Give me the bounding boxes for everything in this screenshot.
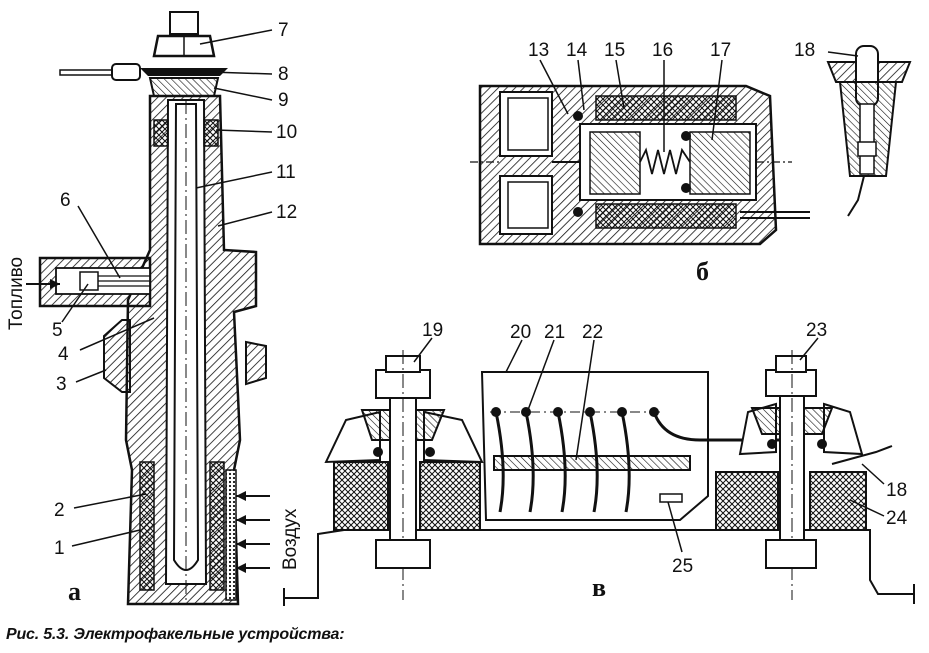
callout-5: 5 <box>52 320 63 341</box>
fuel-label: Топливо <box>6 257 27 330</box>
callout-2: 2 <box>54 500 65 521</box>
callout-18-bottom: 18 <box>886 480 907 501</box>
callout-22: 22 <box>582 322 603 343</box>
flame-plug-assembly <box>26 11 273 606</box>
callout-10: 10 <box>276 122 297 143</box>
panel-label-b: б <box>696 257 709 286</box>
callout-21: 21 <box>544 322 565 343</box>
callout-18-top: 18 <box>794 40 815 61</box>
panel-label-v: в <box>592 573 606 602</box>
callout-9: 9 <box>278 90 289 111</box>
panel-label-a: а <box>68 577 81 606</box>
callout-11: 11 <box>276 162 296 183</box>
callout-8: 8 <box>278 64 289 85</box>
callout-12: 12 <box>276 202 297 223</box>
callout-7: 7 <box>278 20 289 41</box>
callout-23: 23 <box>806 320 827 341</box>
callout-25: 25 <box>672 556 693 577</box>
callout-1: 1 <box>54 538 65 559</box>
callout-6: 6 <box>60 190 71 211</box>
callout-20: 20 <box>510 322 531 343</box>
figure-caption: Рис. 5.3. Электрофакельные устройства: <box>6 626 345 643</box>
air-arrows <box>236 491 270 573</box>
callout-16: 16 <box>652 40 673 61</box>
callout-24: 24 <box>886 508 908 529</box>
glow-plug-detail <box>826 45 912 217</box>
callout-labels: 7 8 9 10 11 12 6 5 4 3 2 1 13 14 15 16 1… <box>52 20 908 577</box>
callout-19: 19 <box>422 320 443 341</box>
solenoid-valve <box>470 59 810 246</box>
callout-3: 3 <box>56 374 67 395</box>
callout-4: 4 <box>58 344 69 365</box>
air-label: Воздух <box>280 508 301 570</box>
callout-14: 14 <box>566 40 588 61</box>
heater-assembly <box>283 337 915 606</box>
callout-15: 15 <box>604 40 625 61</box>
callout-13: 13 <box>528 40 549 61</box>
callout-17: 17 <box>710 40 731 61</box>
